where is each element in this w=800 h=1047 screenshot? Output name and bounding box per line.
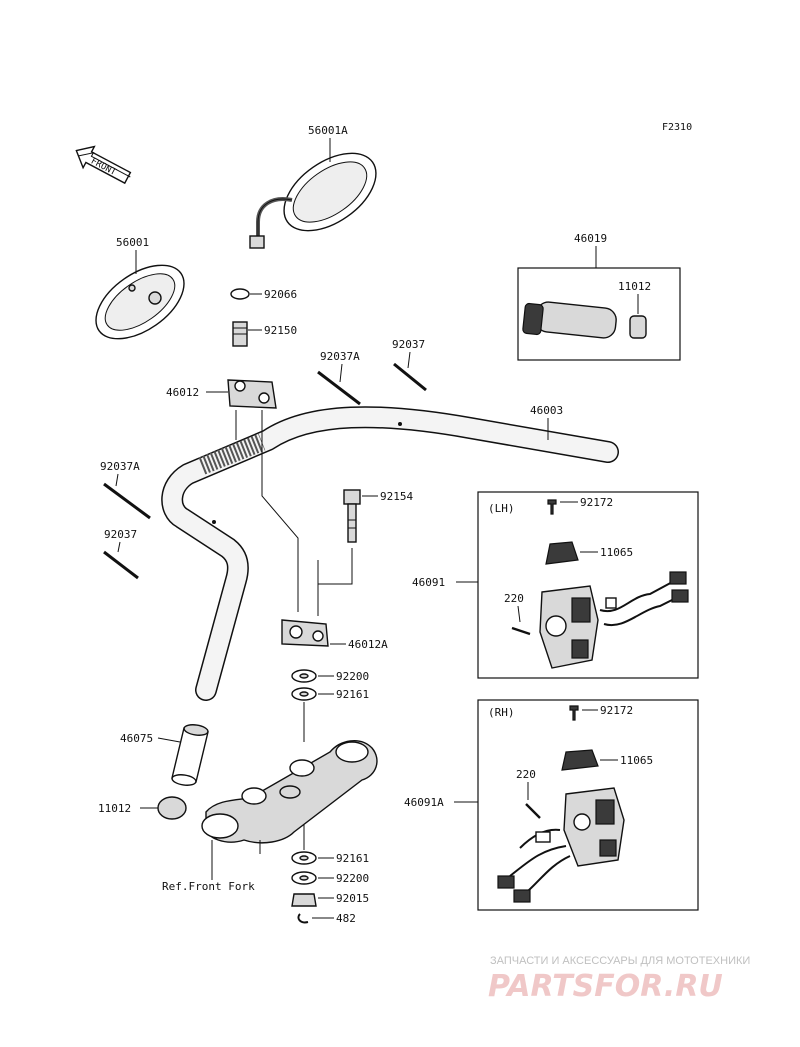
mirror-56001a	[249, 152, 377, 249]
lh-switch-box	[477, 491, 699, 679]
lh-screw-220	[511, 626, 531, 636]
lower-clamp-46012a	[281, 619, 329, 647]
label-92015: 92015	[336, 892, 369, 905]
label-46012: 46012	[166, 386, 199, 399]
label-92150: 92150	[264, 324, 297, 337]
label-92066: 92066	[264, 288, 297, 301]
label-92154: 92154	[380, 490, 413, 503]
mirror-56001	[95, 264, 185, 340]
label-92161-top: 92161	[336, 688, 369, 701]
label-92200-bot: 92200	[336, 872, 369, 885]
lh-label-220: 220	[504, 592, 524, 605]
label-46019: 46019	[574, 232, 607, 245]
nut-92015	[291, 893, 317, 907]
figure-code: F2310	[662, 122, 692, 133]
label-46003: 46003	[530, 404, 563, 417]
throttle-grip-46019	[522, 301, 617, 339]
lh-side-label: (LH)	[488, 502, 515, 515]
label-92200-top: 92200	[336, 670, 369, 683]
lh-label-92172: 92172	[580, 496, 613, 509]
lh-switch-housing	[539, 571, 689, 669]
rh-cover-11065	[561, 749, 599, 771]
upper-clamp-46012	[227, 379, 277, 409]
end-cap-11012	[157, 796, 187, 820]
label-11012-end: 11012	[98, 802, 131, 815]
lh-cover-11065	[545, 541, 579, 565]
cap-92066	[230, 288, 250, 300]
rh-screw-92172	[569, 705, 579, 721]
lh-screw-92172	[547, 499, 557, 515]
watermark-caption: ЗАПЧАСТИ И АКСЕССУАРЫ ДЛЯ МОТОТЕХНИКИ	[490, 955, 750, 967]
label-11012-grip: 11012	[618, 280, 651, 293]
rh-label-220: 220	[516, 768, 536, 781]
left-grip-46075	[171, 724, 209, 786]
steering-stem-triple-clamp	[201, 740, 378, 844]
clip-92037-top	[393, 362, 427, 392]
label-92037a-left: 92037A	[100, 460, 140, 473]
lh-label-11065: 11065	[600, 546, 633, 559]
clip-92037-left	[103, 550, 139, 580]
label-92037-left: 92037	[104, 528, 137, 541]
label-482: 482	[336, 912, 356, 925]
label-46091a: 46091A	[404, 796, 444, 809]
clip-92037a-left	[103, 482, 151, 520]
rh-label-92172: 92172	[600, 704, 633, 717]
label-46091: 46091	[412, 576, 445, 589]
rh-label-11065: 11065	[620, 754, 653, 767]
label-46012a: 46012A	[348, 638, 388, 651]
label-92161-bot: 92161	[336, 852, 369, 865]
grip-end-cap-11012	[629, 315, 647, 339]
rh-switch-box	[477, 699, 699, 911]
label-46075: 46075	[120, 732, 153, 745]
label-56001: 56001	[116, 236, 149, 249]
cotter-pin-482	[297, 913, 309, 924]
bolt-92154	[343, 489, 361, 543]
rh-side-label: (RH)	[488, 706, 515, 719]
watermark-brand: PARTSFOR.RU	[488, 969, 723, 1004]
label-ref-front-fork: Ref.Front Fork	[162, 880, 255, 893]
front-arrow-icon: FRONT	[75, 145, 132, 185]
rh-screw-220	[525, 803, 541, 819]
handlebar-46003	[161, 406, 619, 701]
rh-switch-housing	[497, 787, 625, 903]
label-92037a-top: 92037A	[320, 350, 360, 363]
throttle-grip-box	[517, 267, 681, 361]
clip-92037a-top	[317, 370, 361, 406]
label-92037-top: 92037	[392, 338, 425, 351]
label-56001a: 56001A	[308, 124, 348, 137]
